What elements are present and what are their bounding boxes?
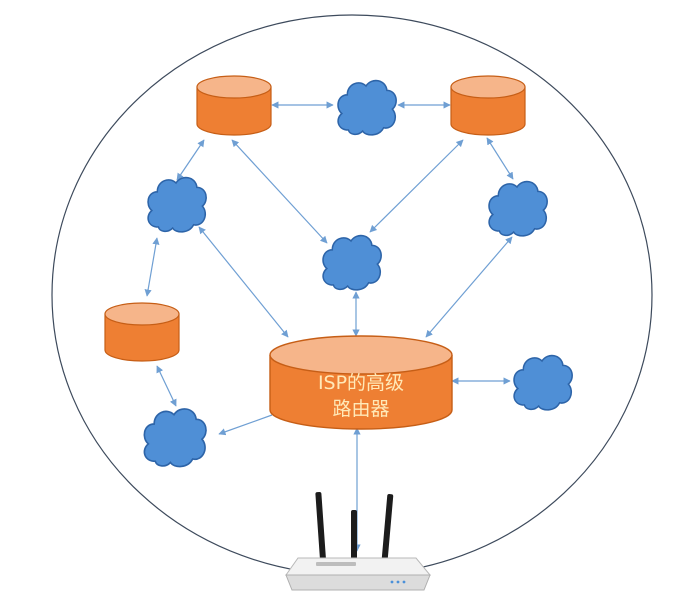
server-cylinder-icon bbox=[269, 355, 453, 430]
isp-main-router: ISP的高级 路由器 bbox=[269, 335, 453, 430]
link-cloud-left-server-left bbox=[144, 237, 160, 297]
network-cloud-icon bbox=[513, 354, 573, 411]
link-cloud-right-main bbox=[425, 236, 513, 338]
link-server-tl-cloud-center bbox=[231, 139, 328, 244]
link-server-tl-cloud-left bbox=[176, 139, 205, 181]
server-top-left bbox=[196, 75, 272, 136]
link-main-cloud-bl bbox=[218, 414, 273, 436]
server-cylinder-icon bbox=[104, 314, 180, 362]
network-cloud-icon bbox=[143, 407, 208, 468]
network-cloud-icon bbox=[322, 234, 382, 291]
network-cloud-icon bbox=[488, 180, 548, 237]
main-router-label-line1: ISP的高级 bbox=[318, 372, 404, 394]
main-router-label-line2: 路由器 bbox=[332, 398, 389, 420]
links bbox=[144, 101, 514, 552]
network-cloud-icon bbox=[147, 176, 207, 233]
server-cylinder-icon bbox=[196, 87, 272, 136]
link-server-left-cloud-bl bbox=[156, 365, 177, 407]
server-top-right bbox=[450, 75, 526, 136]
server-left bbox=[104, 302, 180, 362]
link-cloud-left-main bbox=[198, 226, 289, 338]
network-cloud-icon bbox=[337, 79, 397, 136]
server-cylinder-icon bbox=[450, 87, 526, 136]
link-server-tr-cloud-center bbox=[369, 139, 464, 233]
wifi-router-icon bbox=[285, 492, 432, 591]
link-server-tr-cloud-right bbox=[486, 137, 514, 180]
